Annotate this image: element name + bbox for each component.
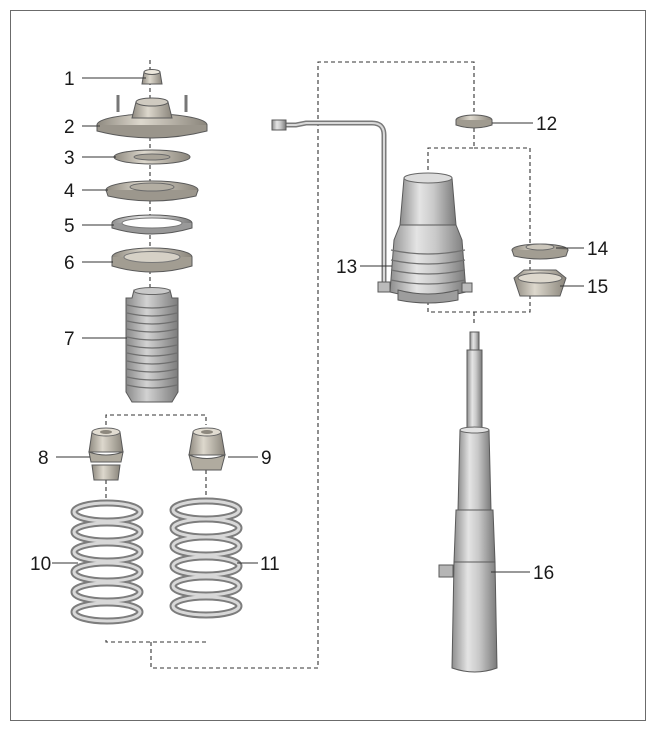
callout-8: 8 <box>38 448 49 469</box>
part-7-dust-boot <box>125 287 179 403</box>
callout-1: 1 <box>64 69 75 90</box>
callout-15: 15 <box>587 277 608 298</box>
part-13-air-spring <box>271 119 473 304</box>
part-10-coil-spring <box>70 499 144 625</box>
part-11-coil-spring <box>169 497 243 619</box>
part-9-bump-stop <box>188 427 226 471</box>
callout-11: 11 <box>260 554 280 575</box>
part-4-spring-seat <box>105 180 199 202</box>
callout-6: 6 <box>64 253 75 274</box>
part-12-cap <box>455 114 493 129</box>
callout-13: 13 <box>336 257 357 278</box>
callout-9: 9 <box>261 448 272 469</box>
callout-12: 12 <box>536 114 557 135</box>
callout-7: 7 <box>64 329 75 350</box>
part-2-top-mount <box>96 95 208 139</box>
part-3-washer <box>113 149 191 165</box>
callout-16: 16 <box>533 563 554 584</box>
callout-2: 2 <box>64 117 75 138</box>
callout-4: 4 <box>64 181 75 202</box>
part-5-bearing-ring <box>111 214 193 235</box>
callout-5: 5 <box>64 216 75 237</box>
part-15-lower-seat <box>513 269 567 297</box>
callout-labels: 1 2 3 4 5 6 7 8 9 10 11 12 13 14 15 16 <box>30 69 609 584</box>
part-14-upper-seat <box>511 243 569 260</box>
callout-10: 10 <box>30 554 51 575</box>
leader-lines <box>52 77 584 573</box>
part-8-bump-stop <box>88 427 124 481</box>
part-6-rubber-seat <box>111 247 193 273</box>
part-16-shock-absorber <box>438 331 498 673</box>
callout-14: 14 <box>587 239 609 260</box>
part-1-nut <box>141 69 163 85</box>
callout-3: 3 <box>64 148 75 169</box>
